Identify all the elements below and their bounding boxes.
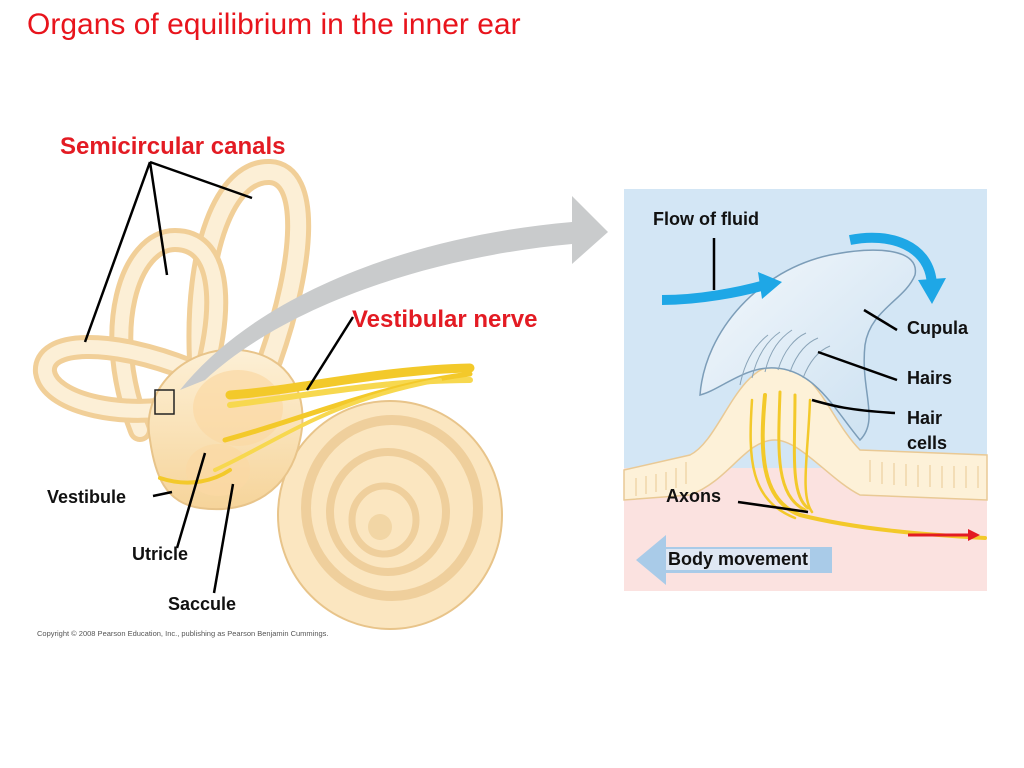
label-saccule: Saccule [168, 594, 237, 614]
slide-title: Organs of equilibrium in the inner ear [27, 8, 521, 41]
vestibule-body [147, 348, 304, 511]
cochlea [277, 400, 503, 630]
copyright-notice: Copyright © 2008 Pearson Education, Inc.… [37, 629, 329, 638]
label-vestibular-nerve: Vestibular nerve [352, 306, 538, 333]
hair-cell-layer [635, 460, 979, 496]
label-hair-cells-line1: Hair [907, 408, 943, 428]
label-utricle: Utricle [132, 544, 189, 564]
label-hair-cells-line2: cells [907, 433, 948, 453]
inner-ear-illustration [33, 159, 503, 630]
flow-arrow-left [661, 280, 767, 305]
label-semicircular-canals: Semicircular canals [60, 133, 286, 160]
leader-lines-ear [83, 160, 355, 594]
flow-arrow-right [849, 232, 937, 286]
leader-lines-panel [712, 238, 898, 514]
cupula-shape [699, 249, 917, 442]
hairs [739, 329, 831, 386]
enlargement-box [154, 389, 175, 415]
semicircular-canal-lateral [33, 335, 202, 423]
label-hairs: Hairs [907, 368, 953, 388]
label-body-movement: Body movement [666, 549, 811, 570]
label-cupula: Cupula [907, 318, 968, 338]
label-axons: Axons [666, 486, 722, 506]
enlargement-pointer-arrow [180, 196, 608, 390]
cupula-detail-panel [623, 189, 988, 591]
label-vestibule: Vestibule [47, 487, 127, 507]
label-flow-of-fluid: Flow of fluid [653, 209, 759, 229]
vestibular-nerve-fibres [158, 363, 475, 485]
